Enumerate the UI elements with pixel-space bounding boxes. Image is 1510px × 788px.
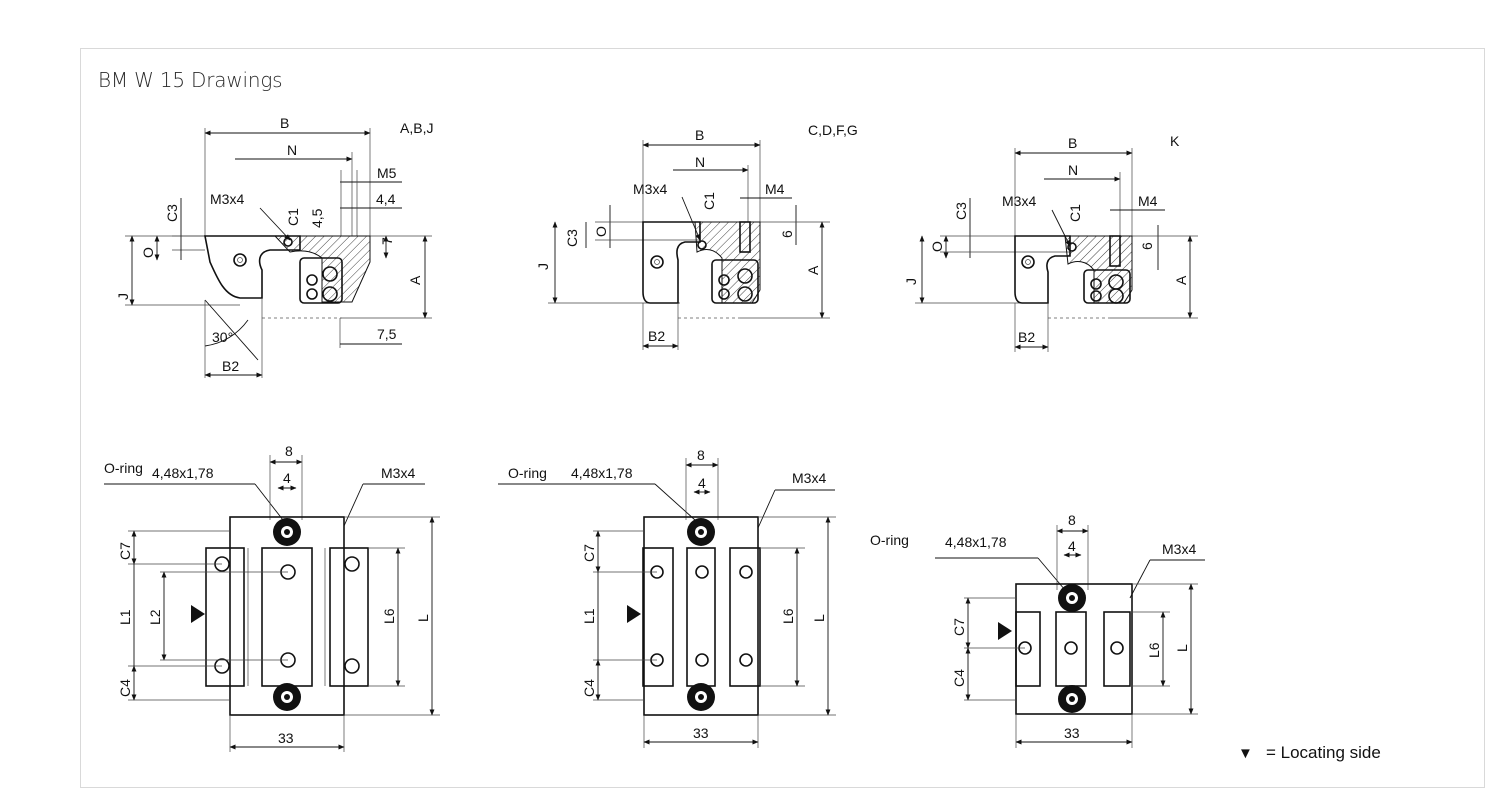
dim-4-plan-1: 4 [283, 470, 291, 486]
end-view-2: B C,D,F,G N M4 M3x4 C3 O J C1 6 A [535, 122, 858, 350]
dim-b-3: B [1068, 135, 1077, 151]
dim-8-2: 8 [697, 447, 705, 463]
dim-b2-2: B2 [648, 328, 665, 344]
dim-o-3: O [929, 241, 945, 252]
oring-size-3: 4,48x1,78 [945, 534, 1007, 550]
thread-m3x4-1: M3x4 [210, 191, 244, 207]
dim-l1-2: L1 [581, 608, 597, 624]
dim-l1-1: L1 [117, 609, 133, 625]
dim-8-1: 8 [285, 443, 293, 459]
dim-c7-3: C7 [951, 618, 967, 636]
dim-7: 7 [379, 237, 395, 245]
oring-label-1: O-ring [104, 460, 143, 476]
dim-c3-3: C3 [953, 202, 969, 220]
drawing-card [80, 48, 1485, 788]
plan-view-1: O-ring 4,48x1,78 8 4 M3x4 C7 L1 C4 [104, 443, 440, 752]
dim-b2-1: B2 [222, 358, 239, 374]
thread-m3x4-2: M3x4 [633, 181, 667, 197]
dim-8-3: 8 [1068, 512, 1076, 528]
end-view-3: B K N M4 M3x4 C3 O J C1 6 A [903, 133, 1198, 352]
dim-l6-1: L6 [381, 608, 397, 624]
dim-b-1: B [280, 115, 289, 131]
thread-m3x4-plan-1: M3x4 [381, 465, 415, 481]
dim-j-1: J [115, 293, 131, 300]
thread-m5: M5 [377, 165, 397, 181]
dim-angle-30: 30° [212, 329, 233, 345]
oring-size-1: 4,48x1,78 [152, 465, 214, 481]
dim-4-4: 4,4 [376, 191, 396, 207]
thread-m3x4-plan-2: M3x4 [792, 470, 826, 486]
dim-l-3: L [1174, 644, 1190, 652]
dim-l2-1: L2 [147, 609, 163, 625]
end-view-1: B A,B,J N M5 4,4 M3x4 C3 O J C1 4,5 7 A [115, 115, 433, 378]
thread-m3x4-3: M3x4 [1002, 193, 1036, 209]
thread-m4-3: M4 [1138, 193, 1158, 209]
dim-c1-1: C1 [285, 208, 301, 226]
plan-view-3: O-ring 4,48x1,78 8 4 M3x4 C7 C4 L6 [870, 512, 1205, 748]
dim-n-1: N [287, 142, 297, 158]
dim-4-plan-3: 4 [1068, 538, 1076, 554]
dim-4-plan-2: 4 [698, 475, 706, 491]
dim-c7-2: C7 [581, 544, 597, 562]
dim-33-2: 33 [693, 725, 709, 741]
plan-view-2: O-ring 4,48x1,78 8 4 M3x4 C7 L1 C4 [498, 447, 836, 748]
dim-c3-1: C3 [164, 204, 180, 222]
locating-side-icon: ▼ [1238, 745, 1253, 762]
dim-a-1: A [407, 275, 423, 285]
dim-n-2: N [695, 154, 705, 170]
dim-c4-2: C4 [581, 679, 597, 697]
dim-o-1: O [140, 247, 156, 258]
variant-label-1: A,B,J [400, 120, 433, 136]
technical-drawing: B A,B,J N M5 4,4 M3x4 C3 O J C1 4,5 7 A [104, 115, 1381, 762]
oring-label-2: O-ring [508, 465, 547, 481]
dim-7-5: 7,5 [377, 326, 397, 342]
dim-c4-1: C4 [117, 679, 133, 697]
legend: ▼ = Locating side [1238, 743, 1381, 762]
dim-n-3: N [1068, 162, 1078, 178]
dim-c1-2: C1 [701, 192, 717, 210]
variant-label-3: K [1170, 133, 1180, 149]
thread-m4-2: M4 [765, 181, 785, 197]
dim-l-1: L [415, 614, 431, 622]
dim-b2-3: B2 [1018, 329, 1035, 345]
dim-l-2: L [811, 614, 827, 622]
oring-label-3: O-ring [870, 532, 909, 548]
dim-6-2: 6 [779, 230, 795, 238]
dim-c3-2: C3 [564, 229, 580, 247]
legend-text: = Locating side [1266, 743, 1381, 762]
dim-a-2: A [805, 265, 821, 275]
dim-c1-3: C1 [1067, 204, 1083, 222]
dim-c7-1: C7 [117, 542, 133, 560]
dim-o-2: O [593, 226, 609, 237]
page-title: BM W 15 Drawings [98, 68, 283, 92]
dim-c4-3: C4 [951, 669, 967, 687]
dim-4-5: 4,5 [309, 208, 325, 228]
dim-l6-3: L6 [1146, 642, 1162, 658]
dim-a-3: A [1173, 275, 1189, 285]
dim-j-2: J [535, 263, 551, 270]
oring-size-2: 4,48x1,78 [571, 465, 633, 481]
dim-6-3: 6 [1139, 242, 1155, 250]
dim-33-3: 33 [1064, 725, 1080, 741]
variant-label-2: C,D,F,G [808, 122, 858, 138]
dim-33-1: 33 [278, 730, 294, 746]
dim-l6-2: L6 [780, 608, 796, 624]
thread-m3x4-plan-3: M3x4 [1162, 541, 1196, 557]
dim-j-3: J [903, 278, 919, 285]
dim-b-2: B [695, 127, 704, 143]
